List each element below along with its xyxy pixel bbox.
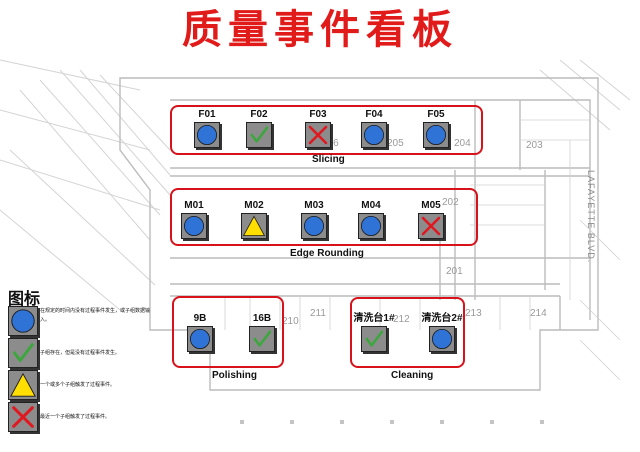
station-cleaning-2[interactable]: 清洗台2# xyxy=(421,313,463,352)
group-label-polishing: Polishing xyxy=(212,370,257,381)
status-blue-circle-icon xyxy=(423,122,449,148)
legend-icon-blue-circle xyxy=(8,306,38,336)
page-title: 质量事件看板 xyxy=(182,6,458,53)
room-number: 211 xyxy=(310,308,326,319)
status-green-check-icon xyxy=(246,122,272,148)
status-blue-circle-icon xyxy=(194,122,220,148)
station-m05[interactable]: M05 xyxy=(417,200,445,239)
station-m04[interactable]: M04 xyxy=(357,200,385,239)
station-label: M05 xyxy=(421,200,441,211)
station-label: M04 xyxy=(361,200,381,211)
street-label: LAFAYETTE BLVD. xyxy=(586,170,596,264)
status-red-x-icon xyxy=(418,213,444,239)
station-label: F04 xyxy=(365,109,383,120)
station-label: F03 xyxy=(309,109,327,120)
station-label: F05 xyxy=(427,109,445,120)
legend-icon-yellow-triangle xyxy=(8,370,38,400)
status-blue-circle-icon xyxy=(187,326,213,352)
polishing-group-frame xyxy=(172,296,284,368)
station-label: F01 xyxy=(198,109,216,120)
room-number: 202 xyxy=(442,197,459,208)
station-cleaning-1[interactable]: 清洗台1# xyxy=(353,313,395,352)
station-label: M02 xyxy=(244,200,264,211)
room-number: 201 xyxy=(446,266,463,277)
station-label: F02 xyxy=(250,109,268,120)
station-m02[interactable]: M02 xyxy=(240,200,268,239)
group-label-slicing: Slicing xyxy=(312,154,345,165)
legend-icon-red-x xyxy=(8,402,38,432)
legend-text: 最近一个子组触发了过程事件。 xyxy=(40,414,111,420)
room-number: 203 xyxy=(526,140,543,151)
status-blue-circle-icon xyxy=(361,122,387,148)
status-blue-circle-icon xyxy=(301,213,327,239)
status-blue-circle-icon xyxy=(181,213,207,239)
room-number: 205 xyxy=(387,138,404,149)
room-number: 204 xyxy=(454,138,471,149)
station-label: M01 xyxy=(184,200,204,211)
station-f03[interactable]: F03 xyxy=(304,109,332,148)
station-label: M03 xyxy=(304,200,324,211)
station-label: 9B xyxy=(193,313,207,324)
status-blue-circle-icon xyxy=(358,213,384,239)
room-number: 213 xyxy=(465,308,482,319)
status-red-x-icon xyxy=(305,122,331,148)
legend-icon-green-check xyxy=(8,338,38,368)
station-f01[interactable]: F01 xyxy=(193,109,221,148)
room-number: 210 xyxy=(282,316,299,327)
group-label-edge-rounding: Edge Rounding xyxy=(290,248,364,259)
status-green-check-icon xyxy=(249,326,275,352)
group-label-cleaning: Cleaning xyxy=(391,370,434,381)
room-number: 212 xyxy=(393,314,410,325)
station-label: 16B xyxy=(252,313,272,324)
edge-rounding-group-frame xyxy=(170,188,478,246)
station-label: 清洗台2# xyxy=(421,313,463,324)
station-9b[interactable]: 9B xyxy=(186,313,214,352)
status-yellow-triangle-icon xyxy=(241,213,267,239)
legend-title: 图标 xyxy=(8,289,41,308)
station-f04[interactable]: F04 xyxy=(360,109,388,148)
station-m01[interactable]: M01 xyxy=(180,200,208,239)
legend-text: 子组存在，但是没有过程事件发生。 xyxy=(40,350,121,356)
status-blue-circle-icon xyxy=(429,326,455,352)
station-16b[interactable]: 16B xyxy=(248,313,276,352)
station-f02[interactable]: F02 xyxy=(245,109,273,148)
room-number: 214 xyxy=(530,308,547,319)
legend-text: 在规定的时间内没有过程事件发生，或子组数据输入。 xyxy=(40,308,151,323)
status-green-check-icon xyxy=(361,326,387,352)
legend-text: 一个或多个子组触发了过程事件。 xyxy=(40,382,116,388)
station-label: 清洗台1# xyxy=(353,313,395,324)
cleaning-group-frame xyxy=(350,297,465,368)
station-m03[interactable]: M03 xyxy=(300,200,328,239)
station-f05[interactable]: F05 xyxy=(422,109,450,148)
slicing-group-frame xyxy=(170,105,483,155)
